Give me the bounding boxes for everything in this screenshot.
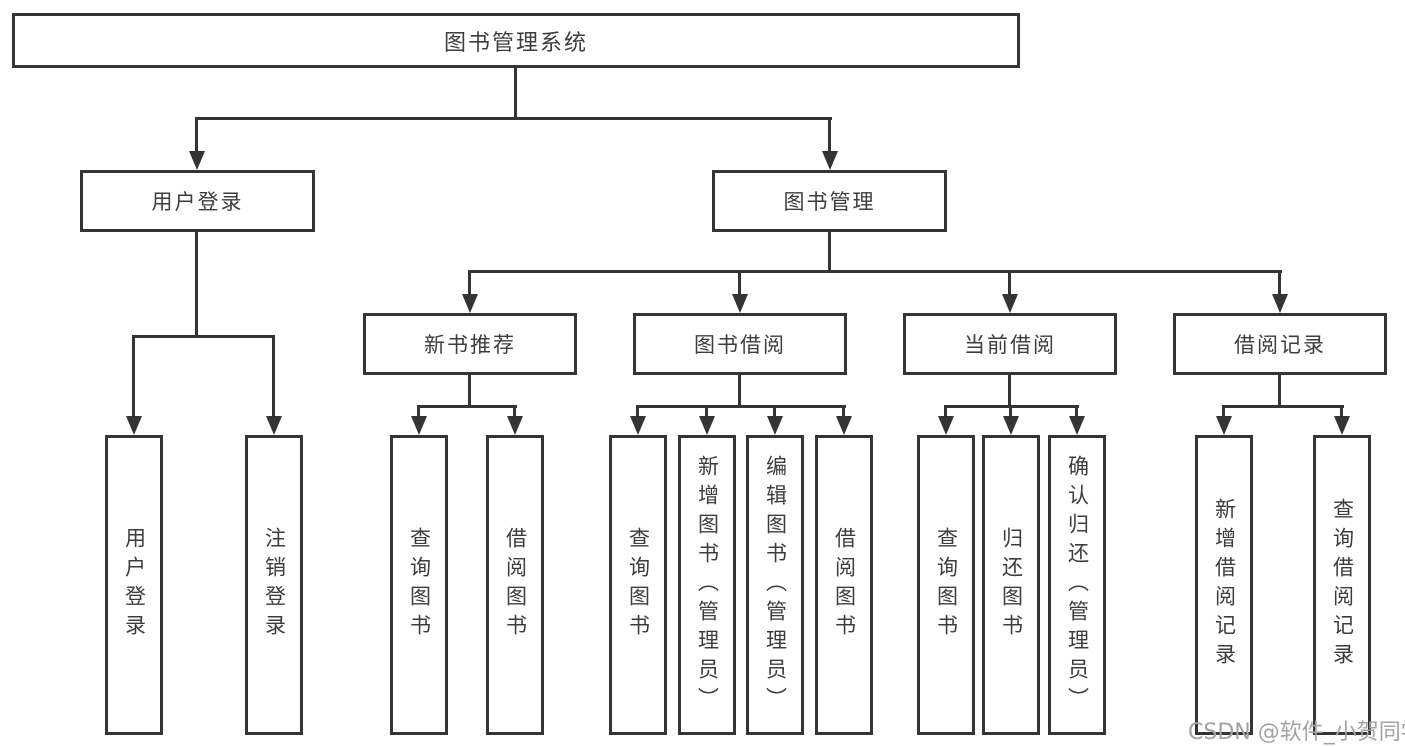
leaf-return-books: 归还图书 bbox=[982, 435, 1040, 735]
node-library-management-system: 图书管理系统 bbox=[12, 13, 1020, 68]
connector-leaf-drop bbox=[636, 405, 639, 418]
arrow-down-icon bbox=[1002, 294, 1018, 313]
node-label: 新书推荐 bbox=[424, 333, 516, 357]
connector-leaf-drop bbox=[1340, 405, 1343, 418]
connector-book-borrow-split bbox=[636, 405, 846, 408]
connector-leaf-drop bbox=[1075, 405, 1078, 418]
node-book-borrow: 图书借阅 bbox=[633, 313, 847, 375]
node-label: 借阅图书 bbox=[503, 527, 528, 643]
connector-root-split bbox=[195, 117, 832, 120]
node-label: 新增借阅记录 bbox=[1212, 498, 1237, 672]
node-label: 用户登录 bbox=[122, 527, 147, 643]
leaf-query-books-recommend: 查询图书 bbox=[390, 435, 448, 735]
leaf-edit-books-admin: 编辑图书（管理员） bbox=[746, 435, 804, 735]
arrow-down-icon bbox=[1216, 416, 1232, 435]
leaf-query-books-current: 查询图书 bbox=[917, 435, 975, 735]
connector-leaf-drop bbox=[773, 405, 776, 418]
node-label: 当前借阅 bbox=[964, 333, 1056, 357]
node-label: 确认归还（管理员） bbox=[1065, 454, 1090, 716]
arrow-down-icon bbox=[189, 151, 205, 170]
node-label: 查询借阅记录 bbox=[1330, 498, 1355, 672]
node-label: 图书管理系统 bbox=[443, 30, 588, 56]
connector-book-mgmt-stub bbox=[828, 230, 831, 272]
arrow-down-icon bbox=[266, 416, 282, 435]
leaf-query-borrow-record: 查询借阅记录 bbox=[1313, 435, 1371, 735]
leaf-confirm-return-admin: 确认归还（管理员） bbox=[1048, 435, 1106, 735]
connector-book-mgmt-split bbox=[468, 270, 1282, 273]
connector-leaf-drop bbox=[705, 405, 708, 418]
node-user-login: 用户登录 bbox=[80, 170, 315, 232]
arrow-down-icon bbox=[767, 416, 783, 435]
connector-to-book-borrow bbox=[738, 270, 741, 296]
arrow-down-icon bbox=[1069, 416, 1085, 435]
connector-user-login-stub bbox=[195, 230, 198, 337]
node-current-borrow: 当前借阅 bbox=[903, 313, 1117, 375]
connector-to-book-management bbox=[828, 117, 831, 154]
node-label: 归还图书 bbox=[999, 527, 1024, 643]
leaf-borrow-books-recommend: 借阅图书 bbox=[486, 435, 544, 735]
connector-user-login-split bbox=[132, 335, 275, 338]
csdn-watermark: CSDN @软件_小贺同学 bbox=[1188, 720, 1405, 745]
connector-borrow-records-split bbox=[1222, 405, 1344, 408]
node-label: 图书借阅 bbox=[694, 333, 786, 357]
connector-leaf-drop bbox=[417, 405, 420, 418]
arrow-down-icon bbox=[1272, 294, 1288, 313]
node-label: 借阅图书 bbox=[832, 527, 857, 643]
arrow-down-icon bbox=[822, 151, 838, 170]
connector-to-current-borrow bbox=[1008, 270, 1011, 296]
connector-to-borrow-records bbox=[1278, 270, 1281, 296]
connector-leaf-drop bbox=[944, 405, 947, 418]
node-label: 编辑图书（管理员） bbox=[763, 454, 788, 716]
connector-to-logout-leaf bbox=[272, 335, 275, 417]
node-label: 图书管理 bbox=[783, 190, 876, 214]
connector-to-login-leaf bbox=[132, 335, 135, 417]
node-book-management: 图书管理 bbox=[712, 170, 947, 232]
node-new-book-recommend: 新书推荐 bbox=[363, 313, 577, 375]
node-label: 新增图书（管理员） bbox=[695, 454, 720, 716]
node-label: 查询图书 bbox=[934, 527, 959, 643]
node-label: 查询图书 bbox=[407, 527, 432, 643]
arrow-down-icon bbox=[938, 416, 954, 435]
connector-leaf-drop bbox=[1009, 405, 1012, 418]
leaf-borrow-books: 借阅图书 bbox=[815, 435, 873, 735]
leaf-user-login: 用户登录 bbox=[105, 435, 163, 735]
connector-new-book-split bbox=[417, 405, 517, 408]
connector-borrow-records-stub bbox=[1278, 373, 1281, 407]
arrow-down-icon bbox=[126, 416, 142, 435]
arrow-down-icon bbox=[411, 416, 427, 435]
node-label: 用户登录 bbox=[151, 190, 244, 214]
arrow-down-icon bbox=[462, 294, 478, 313]
arrow-down-icon bbox=[630, 416, 646, 435]
connector-current-borrow-stub bbox=[1008, 373, 1011, 407]
node-borrow-records: 借阅记录 bbox=[1173, 313, 1387, 375]
connector-leaf-drop bbox=[513, 405, 516, 418]
leaf-query-books-borrow: 查询图书 bbox=[609, 435, 667, 735]
connector-to-new-book bbox=[468, 270, 471, 296]
node-label: 注销登录 bbox=[262, 527, 287, 643]
node-label: 查询图书 bbox=[626, 527, 651, 643]
arrow-down-icon bbox=[699, 416, 715, 435]
connector-leaf-drop bbox=[842, 405, 845, 418]
leaf-logout: 注销登录 bbox=[245, 435, 303, 735]
arrow-down-icon bbox=[836, 416, 852, 435]
connector-new-book-stub bbox=[468, 373, 471, 407]
leaf-add-borrow-record: 新增借阅记录 bbox=[1195, 435, 1253, 735]
arrow-down-icon bbox=[507, 416, 523, 435]
arrow-down-icon bbox=[732, 294, 748, 313]
arrow-down-icon bbox=[1334, 416, 1350, 435]
connector-to-user-login bbox=[195, 117, 198, 154]
arrow-down-icon bbox=[1003, 416, 1019, 435]
connector-leaf-drop bbox=[1222, 405, 1225, 418]
node-label: 借阅记录 bbox=[1234, 333, 1326, 357]
leaf-add-books-admin: 新增图书（管理员） bbox=[678, 435, 736, 735]
connector-book-borrow-stub bbox=[738, 373, 741, 407]
connector-root-stub bbox=[514, 66, 517, 119]
